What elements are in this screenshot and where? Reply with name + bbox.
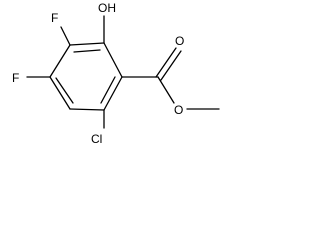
ring-double-bond-inner-right <box>100 76 116 104</box>
atom-label-f-left: F <box>12 71 19 85</box>
chemical-structure-diagram: OH F F Cl O O <box>12 1 220 146</box>
ring-double-bond-inner-top <box>73 49 101 53</box>
ring-double-bond-inner-left <box>55 77 74 104</box>
ring-bond-c2-c3 <box>49 44 71 78</box>
ring-bond-c6-c1 <box>103 42 123 78</box>
ring-bond-c5-c6 <box>103 76 123 111</box>
ring-bond-c1-c2 <box>69 42 105 46</box>
atom-label-f-top: F <box>51 11 58 25</box>
atom-label-cl: Cl <box>91 132 102 146</box>
ring-bond-c4-c5 <box>69 108 105 111</box>
bond-carbonyl-double-1 <box>155 47 177 78</box>
benzene-ring <box>49 42 123 111</box>
bond-carbonyl-ester-o <box>157 76 175 104</box>
atom-label-oh: OH <box>98 1 116 15</box>
ring-bond-c3-c4 <box>49 76 71 110</box>
atom-label-o-carbonyl: O <box>175 34 184 48</box>
substituent-bonds <box>26 15 220 129</box>
atom-label-o-ester: O <box>174 103 183 117</box>
bond-c2-f <box>60 26 71 46</box>
bond-carbonyl-double-2 <box>160 50 182 81</box>
